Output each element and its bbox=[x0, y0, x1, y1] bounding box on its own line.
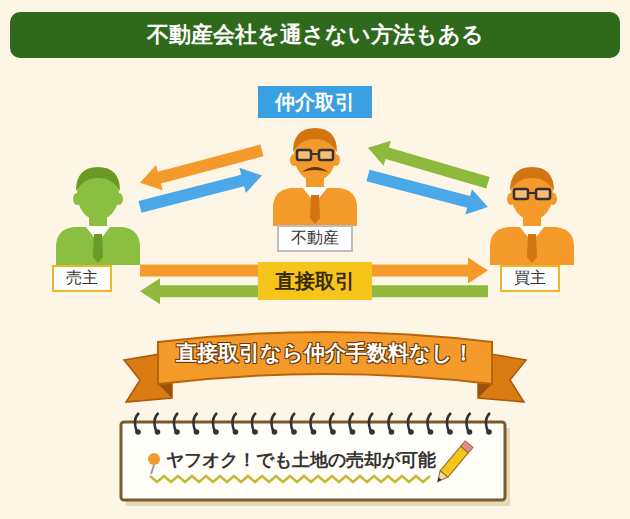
figure-body bbox=[490, 227, 574, 265]
deal-tag: 仲介取引 bbox=[258, 86, 372, 118]
ring bbox=[486, 413, 490, 432]
glasses bbox=[319, 150, 333, 160]
ring bbox=[427, 413, 431, 432]
glasses bbox=[297, 150, 311, 160]
ring bbox=[388, 413, 392, 432]
pencil-tip bbox=[434, 471, 448, 485]
ribbon-text: 直接取引なら仲介手数料なし！ bbox=[176, 339, 474, 367]
agent-figure: 不動産 bbox=[262, 120, 368, 252]
label-box: 買主 bbox=[500, 265, 560, 292]
ribbon-band bbox=[158, 332, 492, 384]
pencil-eraser bbox=[461, 441, 473, 453]
flow-arrow bbox=[139, 168, 262, 213]
flow-arrow bbox=[366, 170, 488, 215]
pencil-body bbox=[440, 446, 468, 477]
glasses-bridge bbox=[528, 192, 536, 194]
role-label: 不動産 bbox=[291, 228, 339, 247]
figure-body bbox=[273, 188, 357, 226]
pencil bbox=[434, 441, 473, 485]
ring bbox=[271, 413, 275, 432]
label-box: 不動産 bbox=[277, 225, 353, 252]
figure-hair bbox=[510, 167, 554, 191]
figure-hair bbox=[76, 167, 120, 191]
figure-hair bbox=[293, 128, 337, 152]
figure-tie bbox=[527, 234, 537, 263]
ring bbox=[135, 413, 139, 432]
glasses bbox=[536, 189, 550, 199]
tag-text: 直接取引 bbox=[275, 268, 355, 295]
ring bbox=[447, 413, 451, 432]
ring bbox=[466, 413, 470, 432]
ribbon-banner: 直接取引なら仲介手数料なし！ bbox=[122, 322, 528, 404]
figure-tie bbox=[93, 234, 103, 263]
wavy-line bbox=[150, 476, 430, 482]
ring bbox=[349, 413, 353, 432]
ring bbox=[174, 413, 178, 432]
figure-head bbox=[294, 129, 336, 181]
figure-head bbox=[511, 168, 553, 220]
ring bbox=[213, 413, 217, 432]
notebook-page bbox=[121, 422, 505, 500]
ring bbox=[252, 413, 256, 432]
glasses-bridge bbox=[311, 153, 319, 155]
ring bbox=[330, 413, 334, 432]
pin-needle bbox=[151, 465, 154, 474]
ring bbox=[154, 413, 158, 432]
pencil-lead bbox=[436, 477, 442, 483]
seller-figure: 売主 bbox=[38, 165, 140, 292]
title-bar: 不動産会社を通さない方法もある bbox=[10, 12, 620, 58]
glasses bbox=[514, 189, 528, 199]
figure-head bbox=[77, 168, 119, 220]
ribbon-fold bbox=[478, 384, 492, 398]
buyer-figure: 買主 bbox=[488, 165, 588, 292]
label-box: 売主 bbox=[52, 265, 112, 292]
ring bbox=[232, 413, 236, 432]
role-label: 買主 bbox=[514, 268, 546, 287]
ring bbox=[291, 413, 295, 432]
note-text: ヤフオク！でも土地の売却が可能 bbox=[166, 448, 436, 472]
ring bbox=[369, 413, 373, 432]
deal-tag: 直接取引 bbox=[258, 262, 372, 300]
title-text: 不動産会社を通さない方法もある bbox=[147, 20, 484, 50]
ribbon-fold bbox=[158, 384, 172, 398]
ring bbox=[310, 413, 314, 432]
tag-text: 仲介取引 bbox=[275, 89, 355, 116]
figure-body bbox=[56, 227, 140, 265]
mustache bbox=[302, 167, 328, 172]
pin-head bbox=[148, 453, 160, 465]
role-label: 売主 bbox=[66, 268, 98, 287]
figure-tie bbox=[310, 195, 320, 224]
ring bbox=[408, 413, 412, 432]
notebook-card: ヤフオク！でも土地の売却が可能 bbox=[118, 410, 512, 508]
ring bbox=[193, 413, 197, 432]
